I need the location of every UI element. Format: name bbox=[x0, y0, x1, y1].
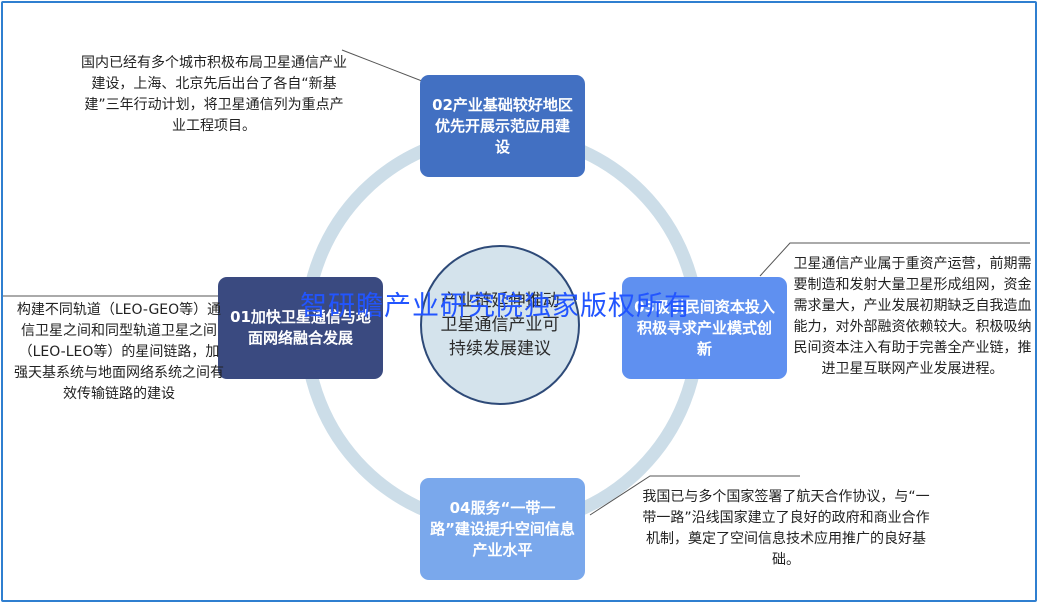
description-bottom-right: 我国已与多个国家签署了航天合作协议，与“一带一路”沿线国家建立了良好的政府和商业… bbox=[642, 489, 930, 568]
box-02-demo-construction: 02产业基础较好地区优先开展示范应用建设 bbox=[420, 75, 585, 177]
connector-bottom-right bbox=[589, 475, 800, 516]
box-04-belt-and-road: 04服务“一带一路”建设提升空间信息产业水平 bbox=[420, 478, 585, 580]
box-01-network-integration: 01加快卫星通信与地面网络融合发展 bbox=[218, 277, 383, 379]
description-top-left: 国内已经有多个城市积极布局卫星通信产业建设，上海、北京先后出台了各自“新基建”三… bbox=[81, 55, 347, 134]
description-left: 构建不同轨道（LEO-GEO等）通信卫星之间和同型轨道卫星之间（LEO-LEO等… bbox=[14, 302, 224, 402]
watermark: 智研瞻产业研究院独家版权所有 bbox=[300, 291, 692, 322]
box-03-private-capital: 03吸引民间资本投入积极寻求产业模式创新 bbox=[622, 277, 787, 379]
description-right: 卫星通信产业属于重资产运营，前期需要制造和发射大量卫星形成组网，资金需求量大，产… bbox=[793, 256, 1032, 377]
connector-right bbox=[759, 242, 1030, 277]
center-circle: 产业链延伸推动卫星通信产业可持续发展建议 bbox=[420, 245, 580, 405]
